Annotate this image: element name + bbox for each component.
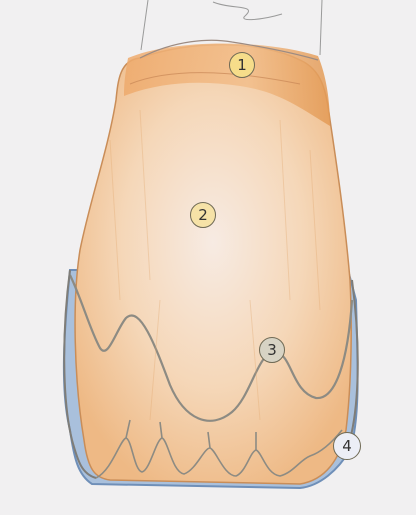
marker-2: 2 (190, 202, 216, 228)
marker-4: 4 (333, 432, 361, 460)
marker-3: 3 (259, 337, 285, 363)
marker-1: 1 (229, 52, 255, 78)
